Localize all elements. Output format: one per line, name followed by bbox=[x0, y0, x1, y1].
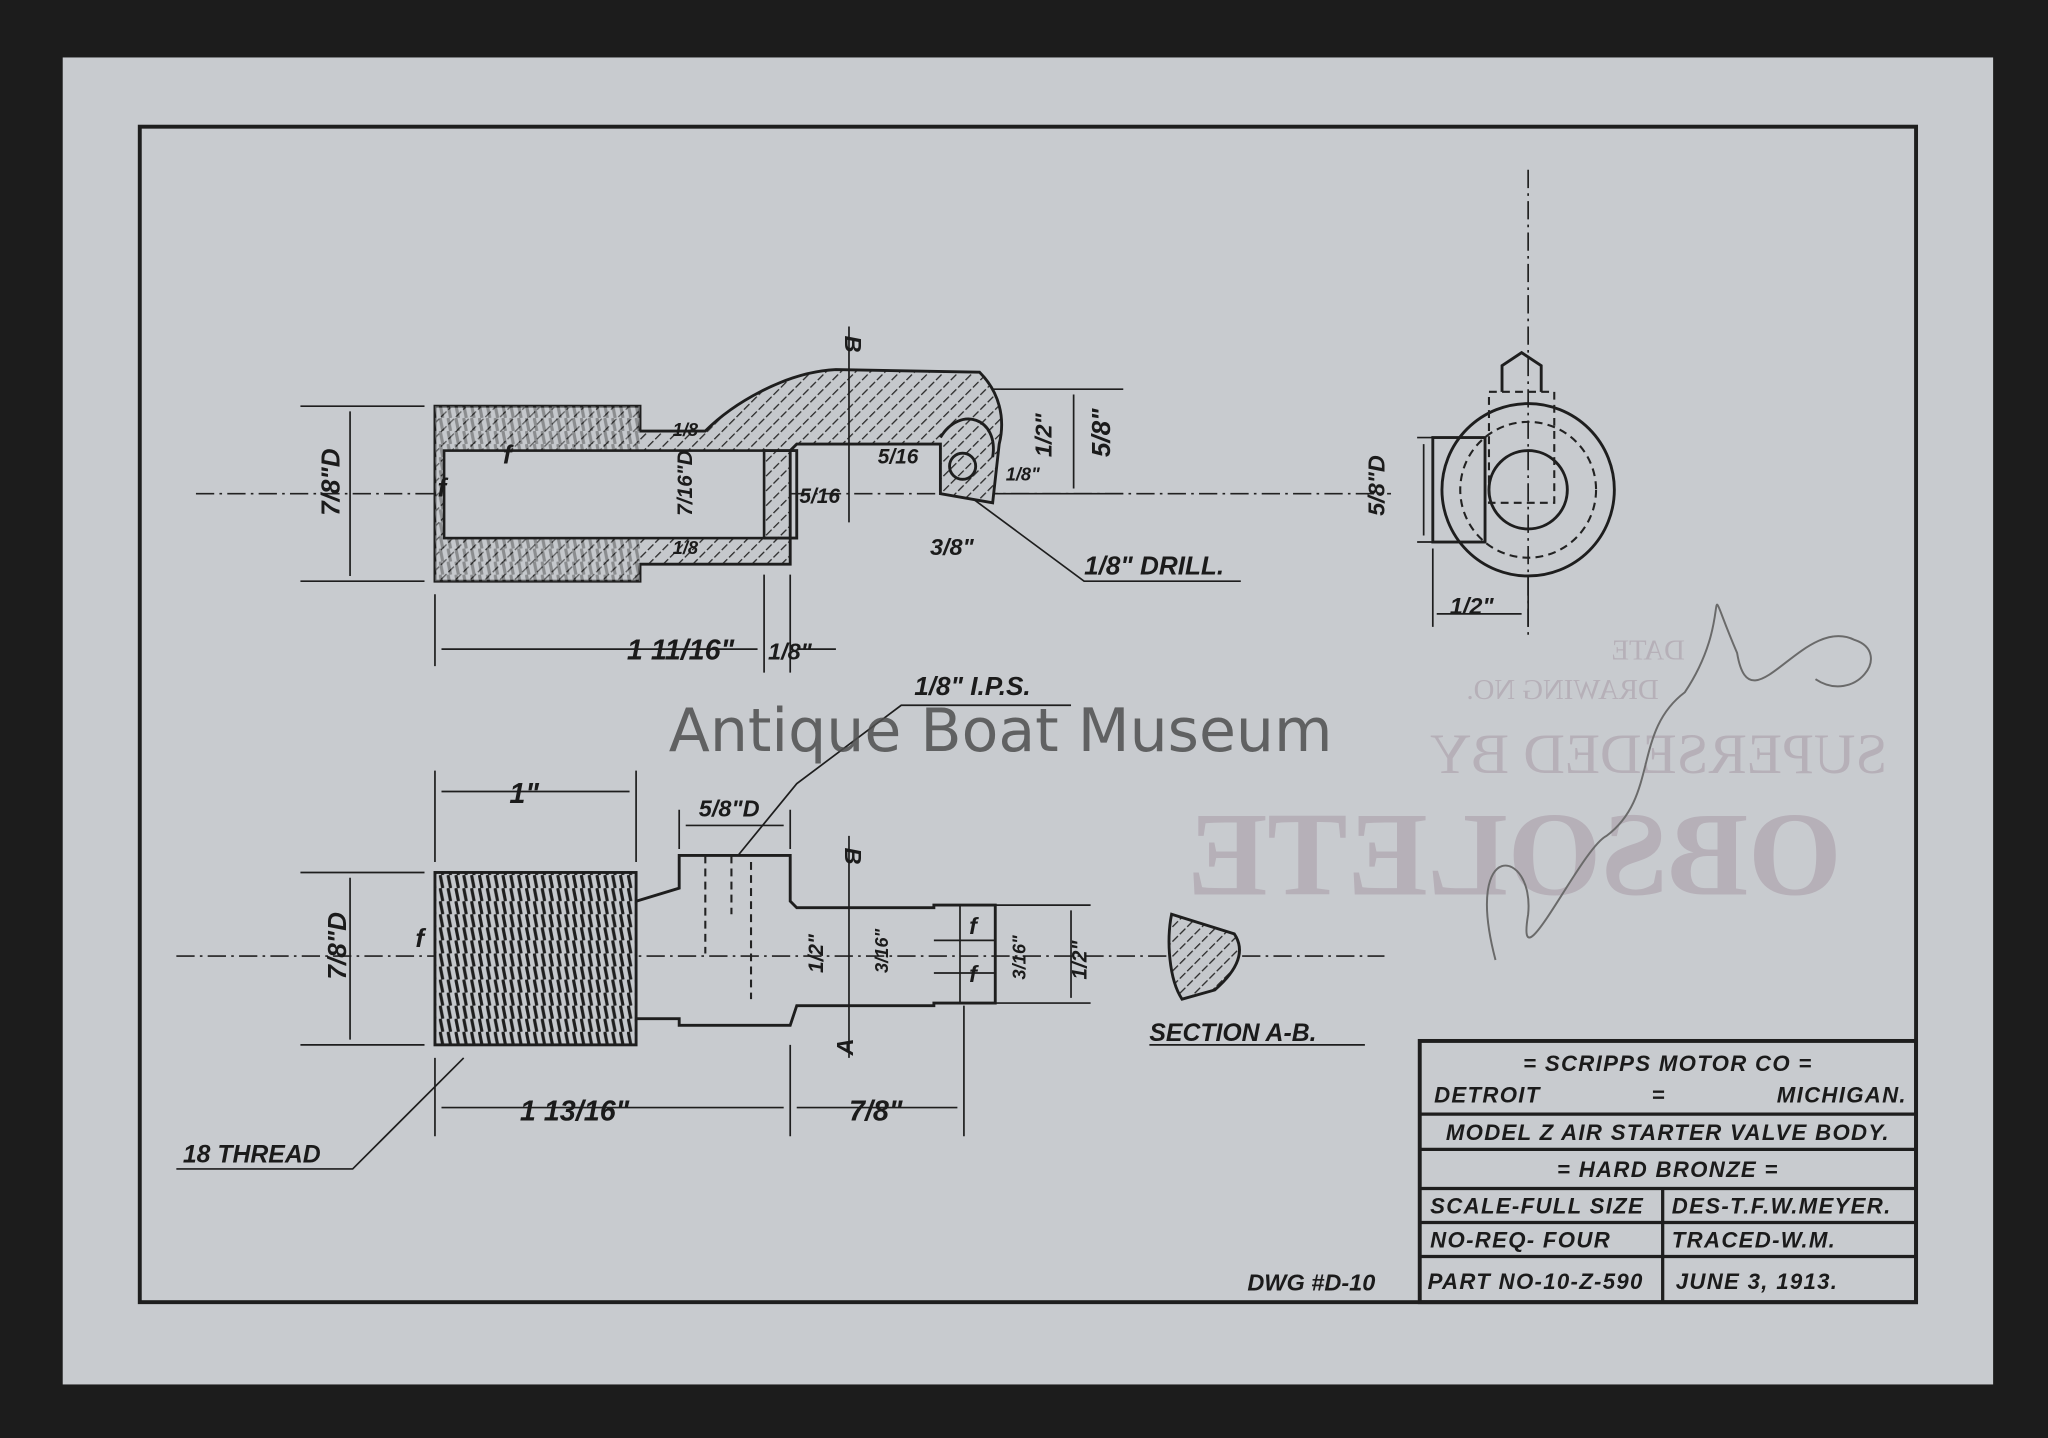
dim-arm-width: 5/16 bbox=[878, 446, 919, 469]
dim-top-dia: 7/8"D bbox=[316, 448, 346, 516]
ips-note: 1/8" I.P.S. bbox=[914, 671, 1030, 701]
company-city: DETROIT bbox=[1434, 1082, 1542, 1107]
dim-bottom-length: 1 13/16" bbox=[520, 1096, 630, 1128]
dim-bottom-dia: 7/8"D bbox=[322, 912, 352, 980]
company-state: MICHIGAN. bbox=[1777, 1082, 1907, 1107]
stamp-date-label: DATE bbox=[1611, 635, 1684, 667]
thread-note: 18 THREAD bbox=[183, 1141, 321, 1168]
designer: DES-T.F.W.MEYER. bbox=[1672, 1193, 1892, 1218]
dim-tip-dia: 1/2" bbox=[1069, 940, 1092, 980]
dim-bottom-thread-len: 1" bbox=[509, 778, 539, 810]
tracer: TRACED-W.M. bbox=[1672, 1227, 1836, 1252]
section-label: SECTION A-B. bbox=[1149, 1020, 1316, 1047]
company-name: = SCRIPPS MOTOR CO = bbox=[1523, 1051, 1813, 1076]
finish-mark-5: f bbox=[969, 961, 979, 987]
dim-bottom-boss: 5/8"D bbox=[699, 795, 760, 821]
drawing-border bbox=[137, 124, 1919, 1305]
dim-arm-offset: 1/8" bbox=[1006, 464, 1040, 485]
dim-bore-dia: 7/16"D bbox=[674, 450, 697, 516]
obsolete-stamp: DATE DRAWING NO. SUPERSEDED BY OBSOLETE bbox=[1187, 635, 1887, 921]
section-a-b-shape bbox=[1167, 912, 1241, 1001]
dim-top-length: 1 11/16" bbox=[627, 635, 735, 667]
signature-scribble bbox=[1485, 603, 1872, 961]
drawing-date: JUNE 3, 1913. bbox=[1676, 1269, 1839, 1294]
scale: SCALE-FULL SIZE bbox=[1430, 1193, 1644, 1218]
dim-bore-wall-top: 1/8 bbox=[673, 419, 699, 440]
title-block: = SCRIPPS MOTOR CO = DETROIT = MICHIGAN.… bbox=[1417, 1038, 1919, 1305]
stamp-obsolete-label: OBSOLETE bbox=[1187, 788, 1841, 921]
dim-arm-hole-height: 5/8" bbox=[1086, 408, 1116, 457]
finish-mark-3: f bbox=[415, 923, 426, 953]
top-section-view bbox=[433, 368, 1003, 583]
dim-bottom-tip: 7/8" bbox=[849, 1096, 903, 1128]
dim-top-wall: 1/8" bbox=[768, 639, 813, 665]
dim-arm-x: 3/8" bbox=[930, 534, 975, 560]
dim-side-width: 1/2" bbox=[1450, 593, 1495, 619]
drawing-number: DWG #D-10 bbox=[1247, 1269, 1375, 1295]
watermark: Antique Boat Museum bbox=[669, 696, 1333, 766]
drill-note: 1/8" DRILL. bbox=[1084, 551, 1224, 581]
stamp-drawing-no-label: DRAWING NO. bbox=[1466, 674, 1658, 706]
part-title: MODEL Z AIR STARTER VALVE BODY. bbox=[1446, 1120, 1890, 1145]
dim-slot-2: 3/16" bbox=[1008, 935, 1029, 980]
finish-mark-4: f bbox=[969, 913, 979, 939]
finish-mark: f bbox=[438, 472, 449, 502]
finish-mark-2: f bbox=[503, 440, 514, 470]
company-separator: = bbox=[1652, 1082, 1666, 1107]
section-mark-b-bottom: B bbox=[840, 848, 866, 865]
dim-neck-dia: 1/2" bbox=[805, 933, 828, 973]
dimension-lines bbox=[176, 326, 1529, 1170]
stamp-superseded-label: SUPERSEDED BY bbox=[1429, 723, 1887, 786]
dim-bore-wall-bottom: 1/8 bbox=[673, 537, 699, 558]
section-mark-a-bottom: A bbox=[832, 1038, 858, 1056]
part-number: PART NO-10-Z-590 bbox=[1428, 1269, 1644, 1294]
dimension-labels: 7/8"D 1 11/16" 1/8" 7/16"D 1/8 1/8 5/16 … bbox=[183, 336, 1495, 1296]
bottom-elevation-view bbox=[433, 854, 1241, 1047]
section-mark-b-top: B bbox=[840, 336, 866, 353]
dim-slot: 3/16" bbox=[871, 928, 892, 973]
paper bbox=[62, 57, 1994, 1385]
quantity: NO-REQ- FOUR bbox=[1430, 1227, 1611, 1252]
dim-arm-height: 1/2" bbox=[1030, 412, 1056, 457]
dim-side-dia: 5/8"D bbox=[1363, 455, 1389, 516]
material: = HARD BRONZE = bbox=[1557, 1157, 1779, 1182]
dim-arm-thick: 5/16 bbox=[799, 485, 840, 508]
